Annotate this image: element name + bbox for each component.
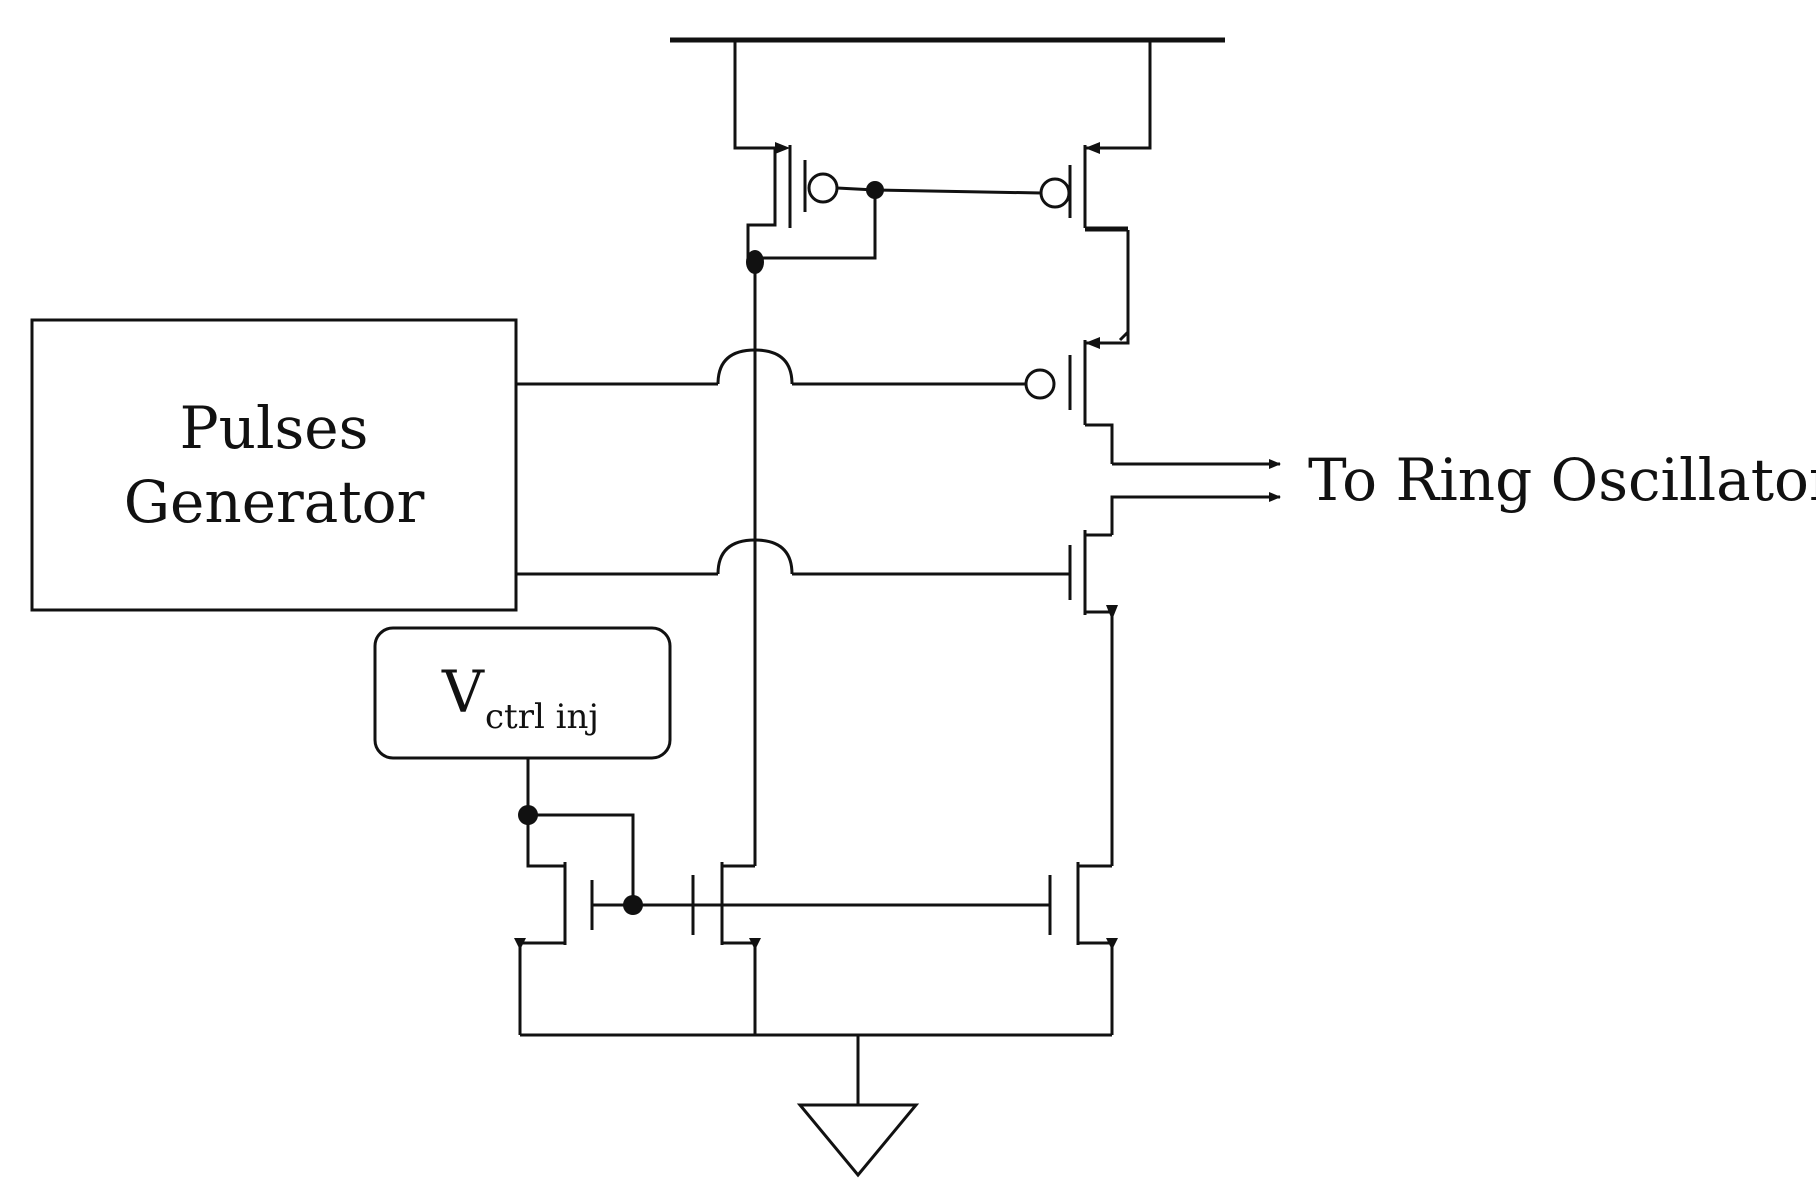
junction-dot <box>518 805 538 825</box>
arrow-pmos-switch <box>1085 337 1100 349</box>
nmos-mirror-left <box>518 815 594 1035</box>
arrow-nmos-middle <box>749 938 761 950</box>
pmos-mirror-left <box>733 40 877 260</box>
arrow-pmos-right <box>1085 142 1100 154</box>
pmos-switch <box>1024 332 1130 464</box>
arrow-pmos-left <box>775 142 790 154</box>
pulse-wire-bottom <box>516 538 1070 576</box>
junction-dot <box>746 250 764 274</box>
vctrl-label-main: V <box>441 658 485 726</box>
pulse-wire-top <box>516 348 1026 386</box>
pmos-mirror-right <box>1039 40 1152 342</box>
pulses-generator-box <box>30 318 518 612</box>
pulses-label-line2: Generator <box>124 468 425 536</box>
vctrl-label-sub: ctrl inj <box>485 697 599 737</box>
nmos-mirror-right <box>1048 862 1114 1035</box>
junction-dot <box>623 895 643 915</box>
nmos-switch <box>1068 530 1114 866</box>
nmos-mirror-middle <box>691 862 757 1035</box>
arrow-nmos-switch <box>1106 605 1118 620</box>
output-label: To Ring Oscillator <box>1308 446 1816 514</box>
arrow-nmos-left <box>514 938 526 950</box>
arrow-nmos-right <box>1106 938 1118 950</box>
ground-symbol <box>796 1103 920 1178</box>
junction-dot <box>866 181 884 199</box>
vctrl-inj-box <box>373 626 672 760</box>
output-wires <box>1110 459 1281 535</box>
pulses-label-line1: Pulses <box>180 394 369 462</box>
